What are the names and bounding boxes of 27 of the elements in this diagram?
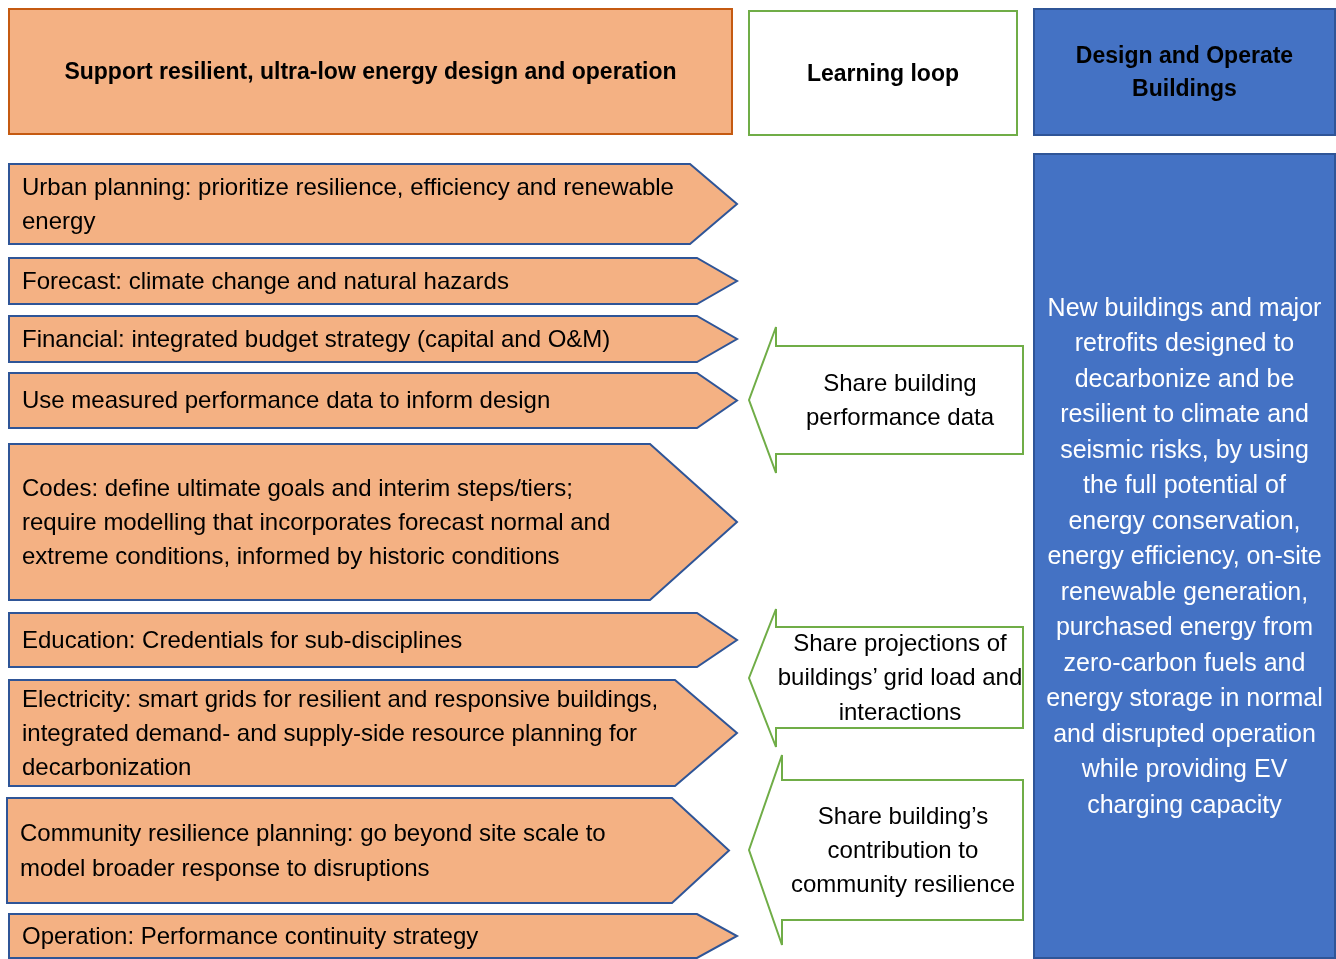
callout-box bbox=[748, 754, 1024, 946]
pentagon-box bbox=[6, 797, 730, 904]
box-label: Forecast: climate change and natural hazards bbox=[22, 265, 509, 296]
box-label: New buildings and major retrofits designed to decarbonize and be resilient to climate and seismic risks, by using the full potential of energy conservation, energy efficiency, on-site renewable generation, purchased energy from zero-carbon fuels and energy storage in normal and disrupted operation while providing EV charging capacity bbox=[1045, 291, 1324, 820]
box-label: Support resilient, ultra-low energy design and operation bbox=[64, 57, 677, 87]
description-panel bbox=[1033, 153, 1336, 959]
header-box bbox=[748, 10, 1018, 136]
pentagon-box bbox=[8, 679, 738, 787]
box-label: Education: Credentials for sub-disciplines bbox=[22, 624, 463, 655]
header-box bbox=[1033, 8, 1336, 136]
box-label: Operation: Performance continuity strategy bbox=[22, 920, 479, 951]
box-label: Learning loop bbox=[806, 58, 960, 88]
pentagon-box bbox=[8, 163, 738, 245]
box-label: Codes: define ultimate goals and interim steps/tiers; require modelling that incorporates forecast normal and extreme conditions, informed by historic conditions bbox=[22, 472, 612, 572]
box-label: Use measured performance data to inform design bbox=[22, 385, 551, 416]
box-label: Design and Operate Buildings bbox=[1074, 41, 1295, 103]
box-label: Electricity: smart grids for resilient and responsive buildings, integrated demand- and supply-side resource planning for decarbonization bbox=[22, 683, 660, 783]
callout-box bbox=[748, 326, 1024, 474]
box-label: Share building’s contribution to community resilience bbox=[789, 800, 1017, 900]
box-label: Share projections of buildings’ grid load and interactions bbox=[776, 628, 1024, 727]
box-label: Urban planning: prioritize resilience, efficiency and renewable energy bbox=[22, 171, 675, 236]
box-label: Community resilience planning: go beyond site scale to model broader response to disruptions bbox=[20, 818, 607, 883]
pentagon-box bbox=[8, 443, 738, 601]
header-box bbox=[8, 8, 733, 135]
box-label: Share building performance data bbox=[804, 367, 996, 432]
callout-box bbox=[748, 608, 1024, 748]
box-label: Financial: integrated budget strategy (capital and O&M) bbox=[22, 323, 611, 354]
